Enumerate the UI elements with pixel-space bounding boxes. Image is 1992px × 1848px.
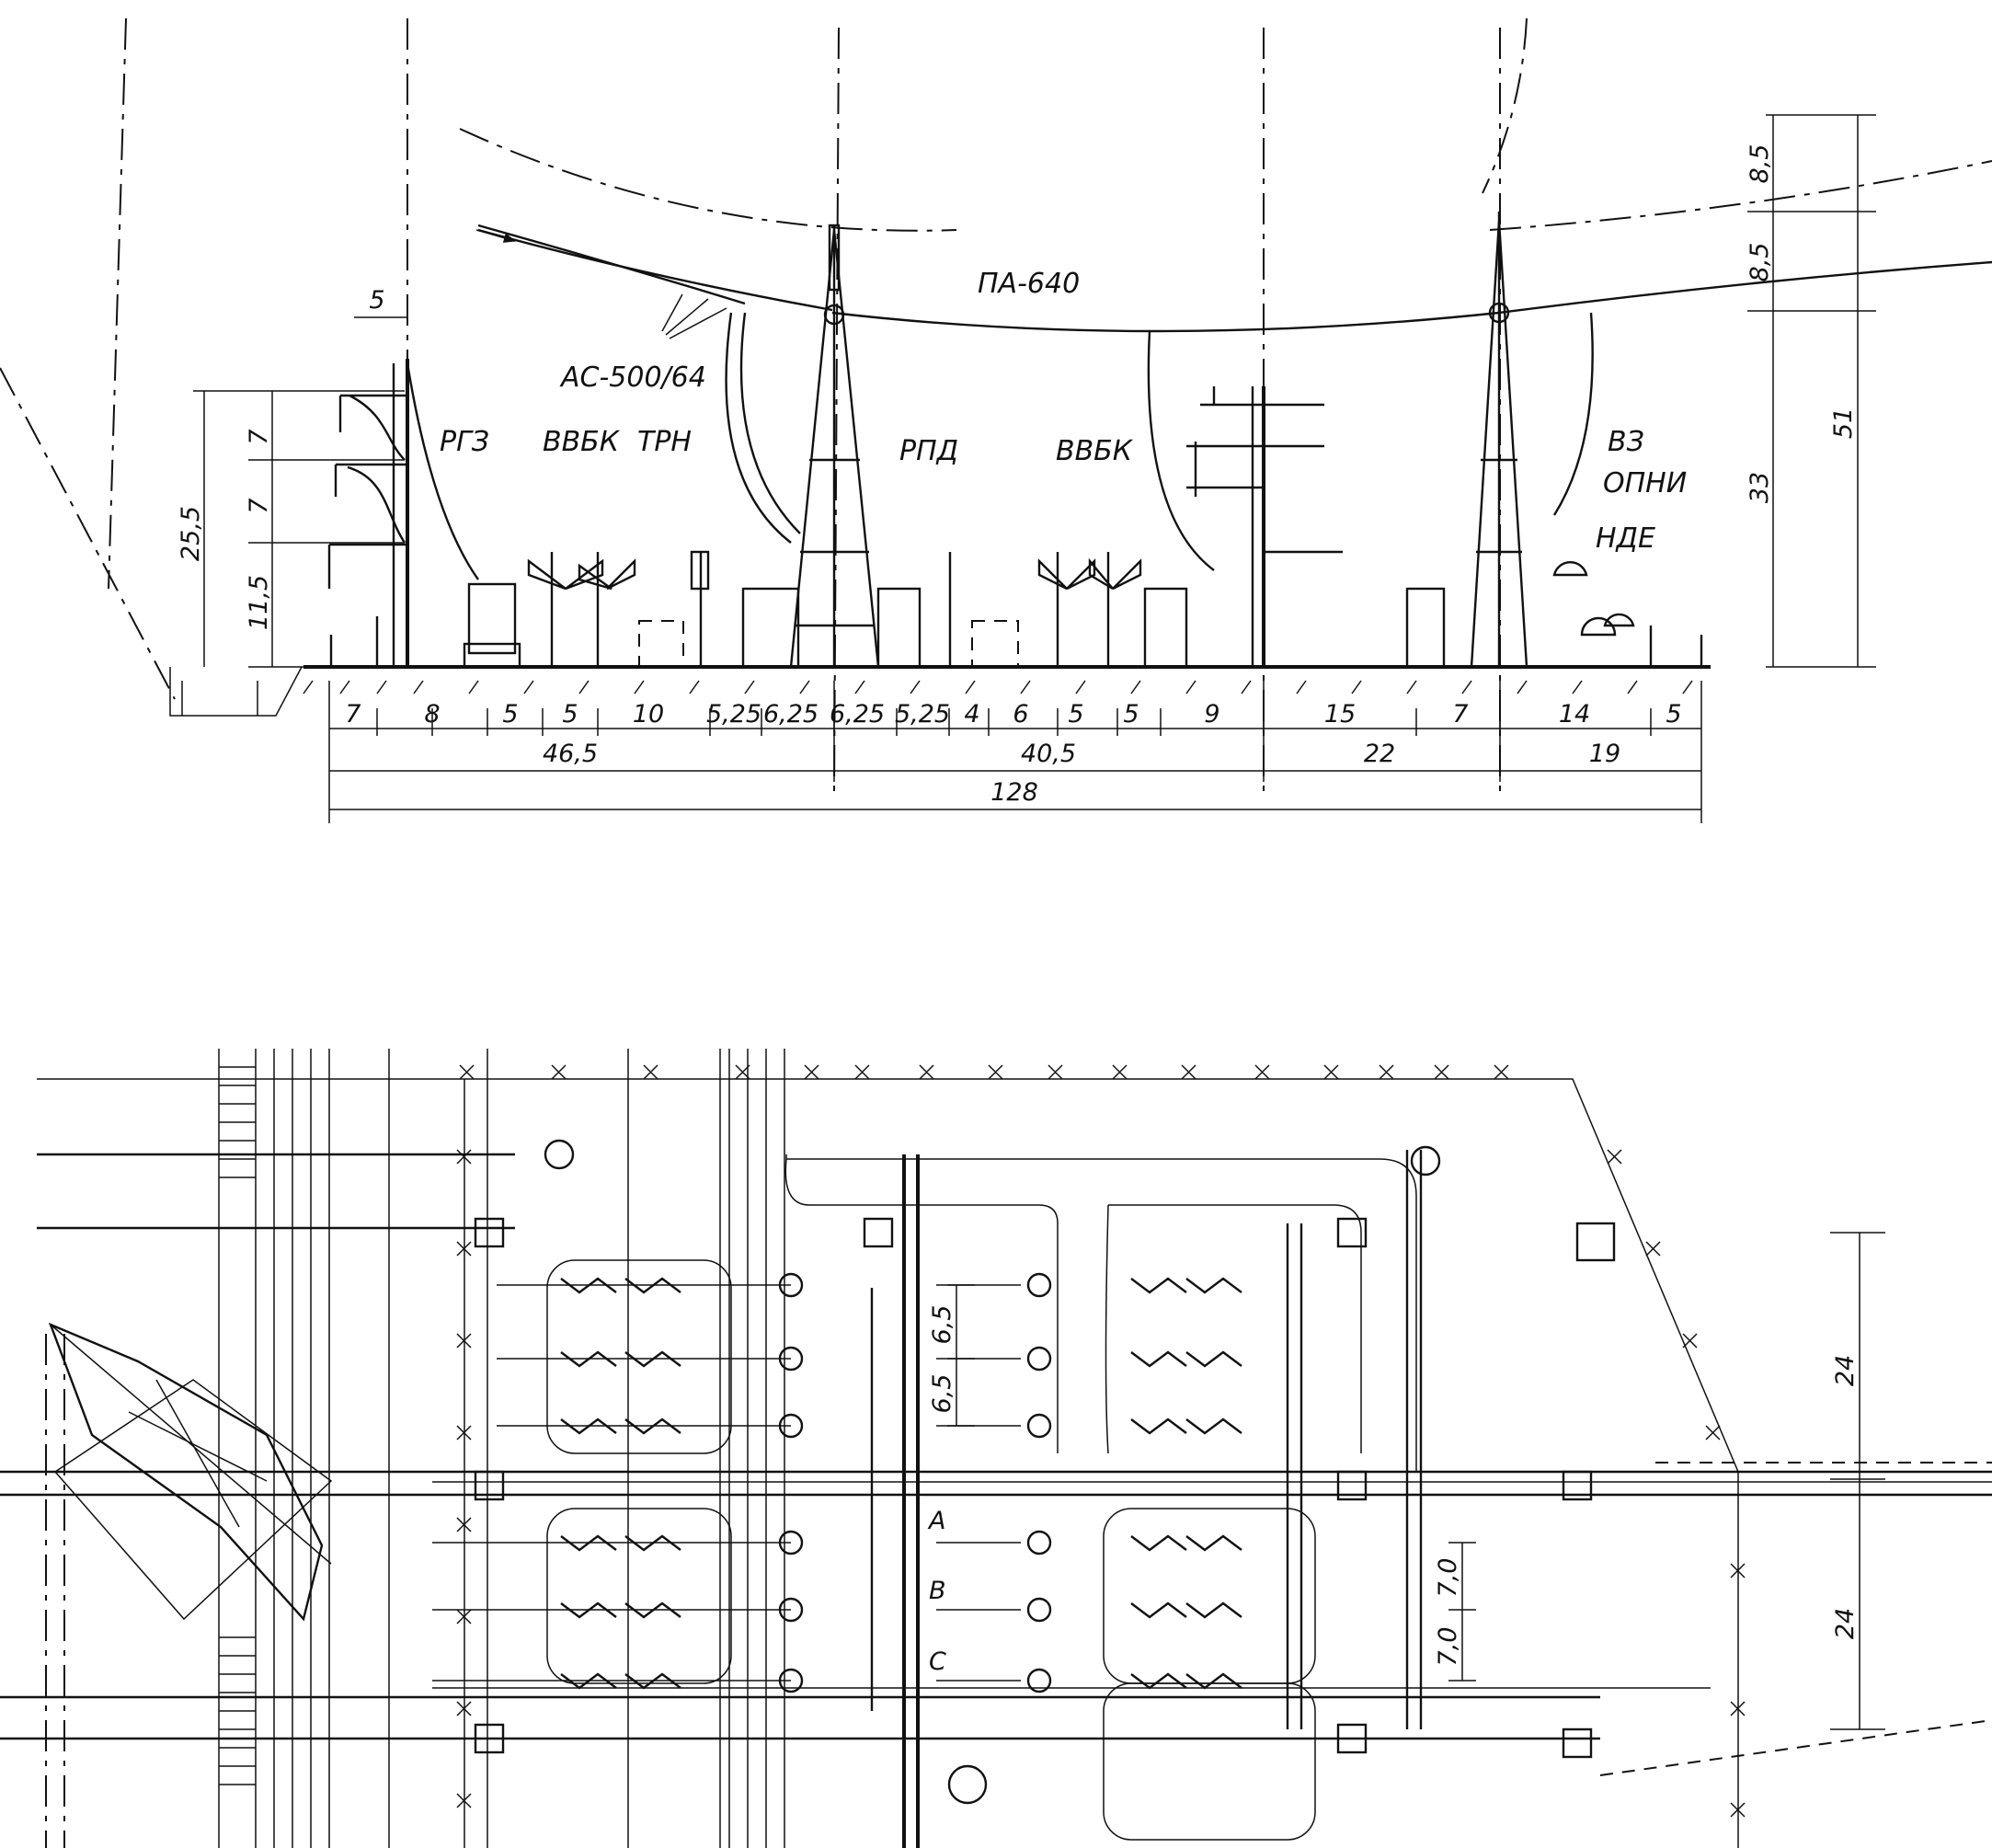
dim-10: 10 (633, 700, 664, 729)
label-pa-640: ПА-640 (978, 268, 1080, 300)
dim-22: 22 (1364, 740, 1395, 768)
dim-5-top: 5 (369, 286, 384, 315)
dim-8-5-a: 8,5 (1746, 144, 1774, 184)
dim-5-25: 5,25 (895, 700, 950, 729)
dim-128: 128 (990, 778, 1038, 807)
bay-equipment (48, 1139, 1616, 1805)
dim-5: 5 (562, 700, 578, 729)
bus-sections (546, 1150, 1423, 1848)
dim-40-5: 40,5 (1021, 740, 1076, 768)
dim-7-0-b: 7,0 (1434, 1627, 1462, 1667)
dim-8-5-b: 8,5 (1746, 243, 1774, 282)
dim-7: 7 (1452, 700, 1468, 729)
section-view: ПА-640 АС-500/64 РГЗ ВВБК ТРН РПД ВВБК В… (0, 17, 1992, 823)
dim-11-5: 11,5 (245, 575, 273, 630)
dim-24-b: 24 (1831, 1608, 1860, 1639)
dim-14: 14 (1559, 700, 1590, 729)
dim-6-25: 6,25 (763, 700, 819, 729)
dim-51: 51 (1829, 407, 1858, 439)
dim-46-5: 46,5 (543, 740, 598, 768)
dim-4: 4 (964, 700, 979, 729)
dim-6-25: 6,25 (830, 700, 885, 729)
dimension-lines (328, 681, 1702, 823)
bus-lines (0, 1153, 1992, 1776)
label-trn: ТРН (637, 426, 692, 458)
section-labels: ПА-640 АС-500/64 РГЗ ВВБК ТРН РПД ВВБК В… (440, 268, 1687, 555)
bay-row-1 (497, 1272, 1242, 1298)
label-phase-b: B (929, 1577, 946, 1605)
ground-line (169, 665, 1711, 717)
bay-row-6 (432, 1668, 1242, 1693)
label-vvbk-2: ВВБК (1056, 435, 1134, 467)
bay-row-2 (497, 1346, 1242, 1372)
label-opni: ОПНИ (1603, 467, 1687, 499)
dim-24-a: 24 (1831, 1355, 1860, 1386)
portal-masts (789, 212, 1528, 668)
dim-33: 33 (1746, 472, 1774, 503)
label-rgz: РГЗ (440, 426, 489, 458)
dim-5-25: 5,25 (706, 700, 761, 729)
dim-15: 15 (1324, 700, 1356, 729)
dim-6-5-a: 6,5 (928, 1305, 956, 1345)
label-ac-500-64: АС-500/64 (559, 362, 706, 394)
gantry-left (327, 359, 479, 667)
dim-5: 5 (1068, 700, 1083, 729)
dim-8: 8 (424, 700, 440, 729)
plan-dimensions: 6,5 6,5 7,0 7,0 24 24 (928, 1232, 1885, 1730)
vertical-dims-left: 5 7 7 11,5 25,5 (177, 286, 407, 668)
dimension-row-middle: 46,5 40,5 22 19 128 (543, 740, 1620, 807)
label-vvbk-1: ВВБК (543, 426, 621, 458)
dim-7-b: 7 (245, 498, 273, 513)
overhead-conductors (475, 224, 1992, 571)
dim-7-a: 7 (245, 429, 273, 444)
phase-labels: A B C (927, 1507, 946, 1676)
label-phase-c: C (929, 1647, 946, 1676)
dim-7-0-a: 7,0 (1434, 1558, 1462, 1598)
dim-9: 9 (1204, 700, 1219, 729)
incoming-lines (45, 1049, 785, 1848)
dim-6: 6 (1013, 700, 1028, 729)
vertical-dims-right: 8,5 8,5 33 51 (1746, 114, 1876, 668)
label-vz: ВЗ (1608, 426, 1644, 458)
equipment (329, 550, 1703, 669)
centre-lines (0, 17, 1992, 792)
dim-5: 5 (1666, 700, 1681, 729)
dim-6-5-b: 6,5 (928, 1374, 956, 1414)
gantry-right (1186, 386, 1343, 667)
bay-row-5 (432, 1597, 1242, 1623)
label-nde: НДЕ (1596, 522, 1655, 555)
dimension-row-bottom: 7 8 5 5 10 5,25 6,25 6,25 5,25 4 6 5 5 9… (345, 700, 1681, 729)
dim-19: 19 (1589, 740, 1620, 768)
bay-row-3 (497, 1413, 1242, 1439)
label-rpd: РПД (899, 435, 958, 467)
dim-5: 5 (502, 700, 518, 729)
dim-25-5: 25,5 (177, 506, 205, 561)
fence (37, 1064, 1746, 1848)
dim-5: 5 (1123, 700, 1139, 729)
label-phase-a: A (927, 1507, 945, 1535)
bay-row-4 (432, 1530, 1242, 1555)
dim-7: 7 (345, 700, 361, 729)
plan-view: A B C 6,5 6,5 7,0 7,0 24 24 (0, 1049, 1992, 1848)
